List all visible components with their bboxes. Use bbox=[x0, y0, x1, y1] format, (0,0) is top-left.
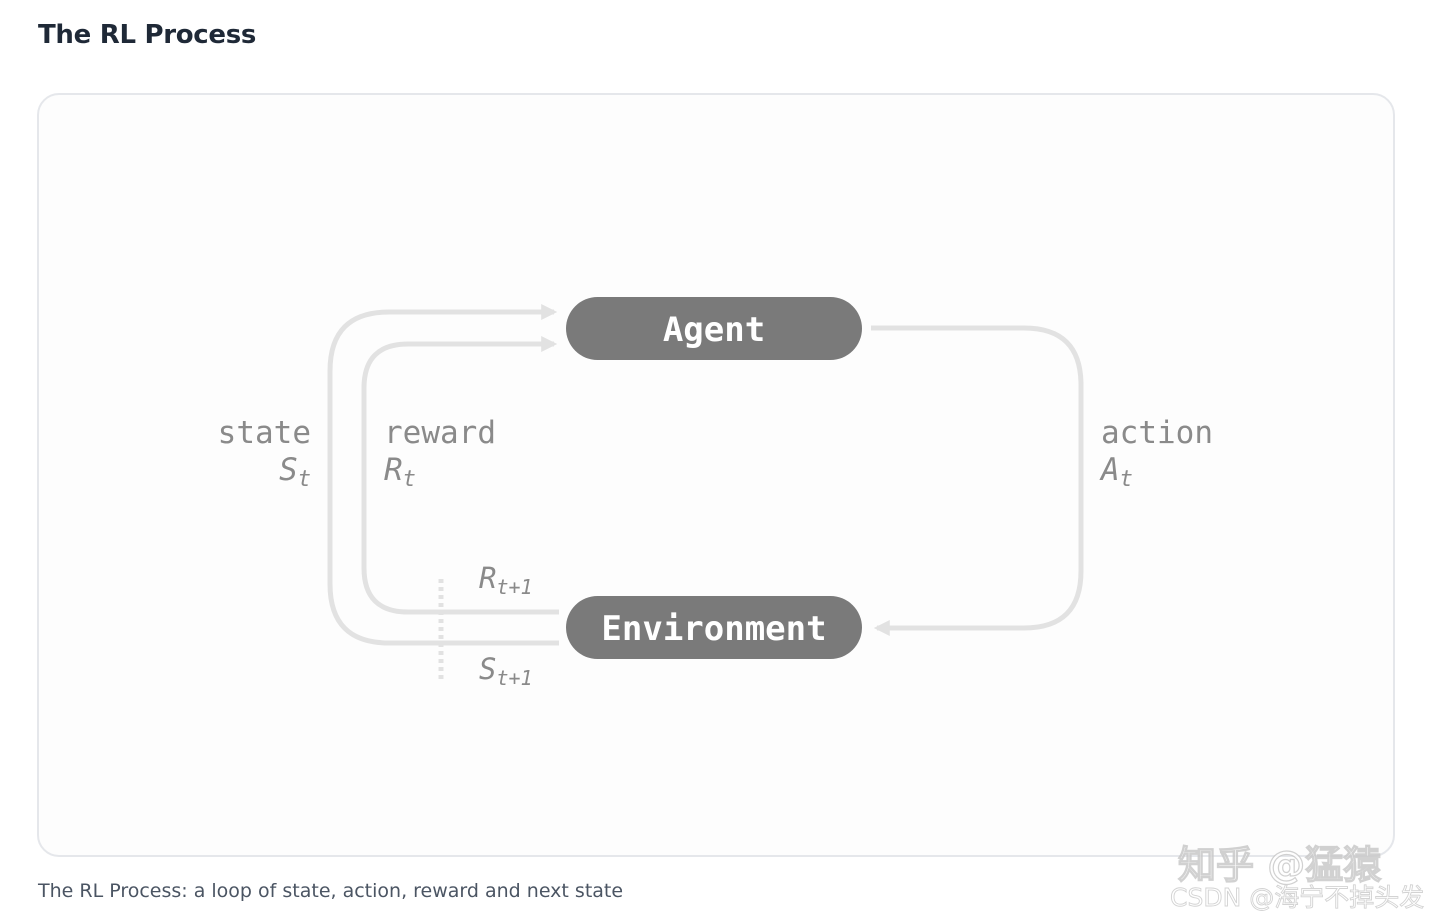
action-label: action At bbox=[1099, 415, 1213, 492]
action-word: action bbox=[1101, 415, 1213, 451]
action-symbol: At bbox=[1099, 452, 1133, 492]
next-state-label: St+1 bbox=[479, 652, 533, 690]
agent-label: Agent bbox=[663, 310, 765, 350]
reward-word: reward bbox=[384, 415, 496, 451]
agent-node: Agent bbox=[566, 297, 862, 360]
csdn-watermark: CSDN @海宁不掉头发 bbox=[1170, 883, 1425, 913]
reward-arrow bbox=[361, 335, 559, 615]
reward-label: reward Rt bbox=[384, 415, 496, 492]
zhihu-watermark: 知乎 @猛猿 bbox=[1177, 842, 1382, 887]
state-label: state St bbox=[218, 415, 311, 492]
reward-symbol: Rt bbox=[384, 452, 416, 492]
state-symbol: St bbox=[279, 452, 311, 492]
next-reward-label: Rt+1 bbox=[479, 561, 533, 599]
environment-node: Environment bbox=[566, 596, 862, 659]
state-arrow bbox=[327, 303, 559, 646]
figure-caption: The RL Process: a loop of state, action,… bbox=[38, 880, 624, 902]
rl-process-figure: Agent Environment state St reward Rt act… bbox=[37, 93, 1395, 857]
environment-label: Environment bbox=[601, 609, 826, 649]
rl-loop-diagram: Agent Environment state St reward Rt act… bbox=[218, 297, 1213, 690]
state-word: state bbox=[218, 415, 311, 451]
action-arrow bbox=[871, 325, 1084, 637]
page-title: The RL Process bbox=[38, 20, 257, 50]
